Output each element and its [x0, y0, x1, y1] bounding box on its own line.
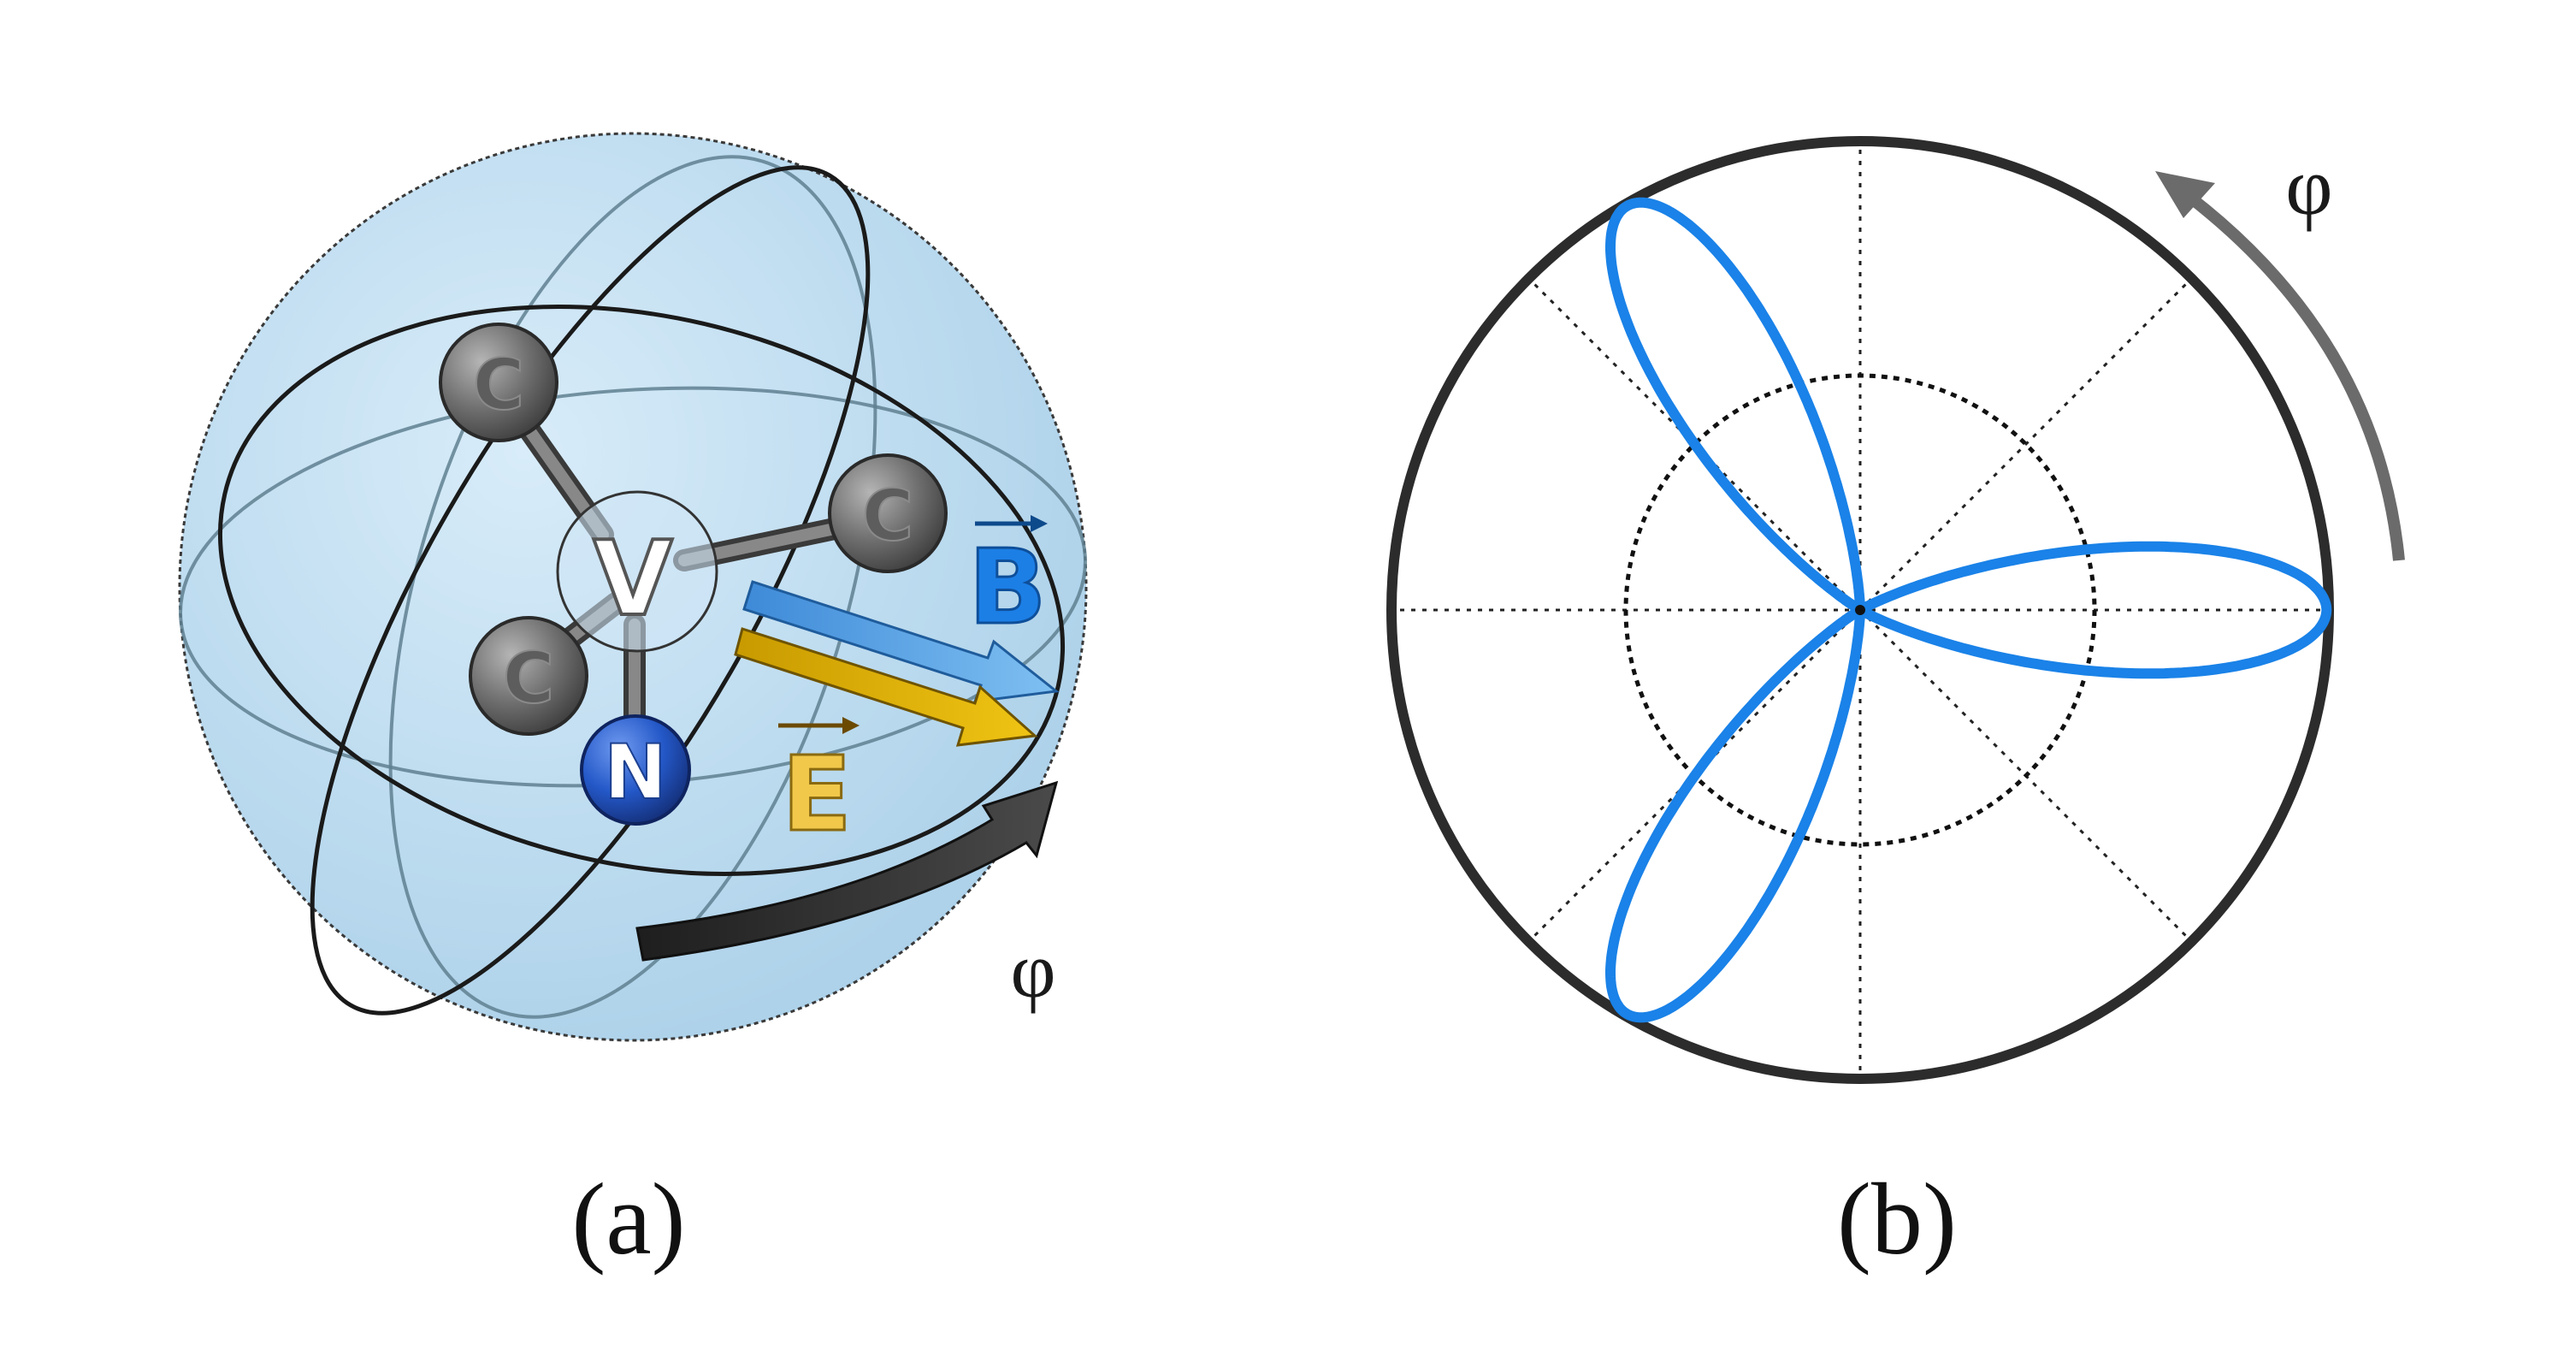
polar-inner-dotted-circle [1623, 373, 2097, 847]
panel-b: φ (b) [1386, 136, 2405, 1276]
nitrogen-label: N [604, 728, 667, 816]
carbon-label: C [862, 476, 913, 557]
carbon-atom-lower-left: C [469, 616, 588, 736]
phi-label-b: φ [2285, 140, 2332, 232]
polar-center-point [1855, 605, 1865, 615]
nitrogen-atom: N [580, 714, 691, 826]
b-field-arrow [742, 580, 1060, 703]
carbon-label: C [473, 345, 524, 426]
carbon-atom-top-left: C [439, 323, 558, 442]
caption-a: (a) [571, 1162, 685, 1276]
panel-a: V C C C N B [178, 132, 1088, 1276]
rotation-arrowhead-b [2155, 171, 2215, 218]
phi-label-a: φ [1010, 927, 1055, 1014]
e-field-label-group: E [778, 717, 860, 856]
carbon-label: C [503, 638, 554, 720]
caption-b: (b) [1837, 1162, 1957, 1276]
great-circle-faint-2 [388, 155, 877, 1019]
e-field-arrow [734, 627, 1038, 747]
great-circle-meridian [310, 165, 871, 1016]
vacancy-site [556, 490, 718, 653]
rotation-arrow-b [2185, 192, 2405, 561]
b-field-label-group: B [967, 515, 1048, 649]
great-circle-equator [218, 305, 1065, 876]
e-field-label: E [782, 736, 852, 855]
vacancy-label: V [594, 520, 673, 639]
carbon-atom-right: C [828, 453, 948, 573]
rotation-arrow [635, 780, 1059, 962]
b-field-label: B [968, 529, 1046, 648]
